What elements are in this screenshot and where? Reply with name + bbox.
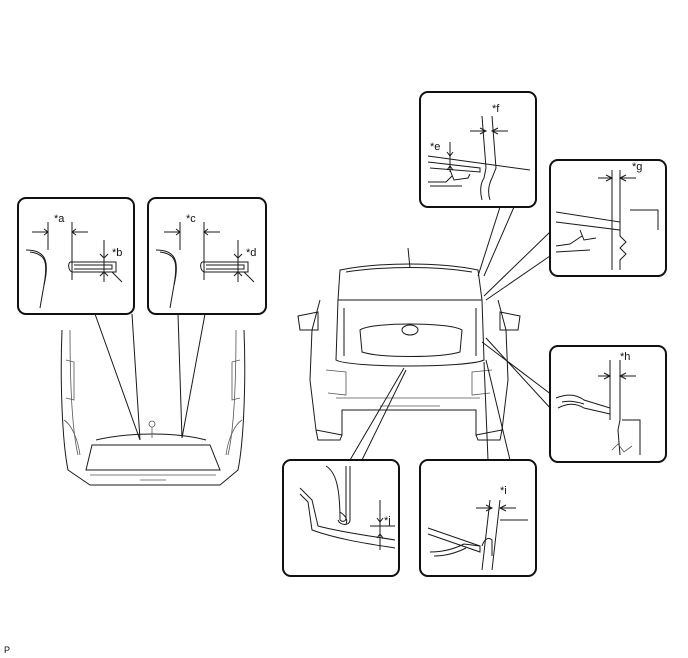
label-e: *e — [430, 141, 440, 153]
leader-line-g — [483, 231, 551, 301]
label-b: *b — [112, 247, 122, 259]
leader-line-cd — [177, 313, 206, 439]
leader-line-j — [349, 367, 407, 461]
leader-line-h — [481, 337, 553, 411]
label-j: *j — [384, 515, 391, 527]
leader-line-ab — [94, 313, 141, 441]
label-g: *g — [632, 161, 642, 173]
callout-ab — [17, 197, 135, 315]
vehicle-rear-view — [297, 247, 521, 441]
callout-h — [549, 345, 667, 463]
label-d: *d — [246, 247, 256, 259]
label-a: *a — [54, 213, 65, 225]
label-c: *c — [186, 213, 196, 225]
leader-line-ef — [477, 206, 515, 277]
callout-g — [549, 159, 667, 277]
callout-ef — [419, 91, 537, 208]
vehicle-top-view — [60, 329, 246, 486]
label-h: *h — [620, 351, 630, 363]
label-f: *f — [492, 103, 500, 115]
callout-cd — [147, 197, 267, 315]
leader-line-i — [483, 359, 511, 461]
callout-i — [419, 459, 537, 577]
callout-j — [282, 459, 400, 577]
label-i: *i — [500, 485, 507, 497]
footer-code: P — [4, 645, 11, 655]
